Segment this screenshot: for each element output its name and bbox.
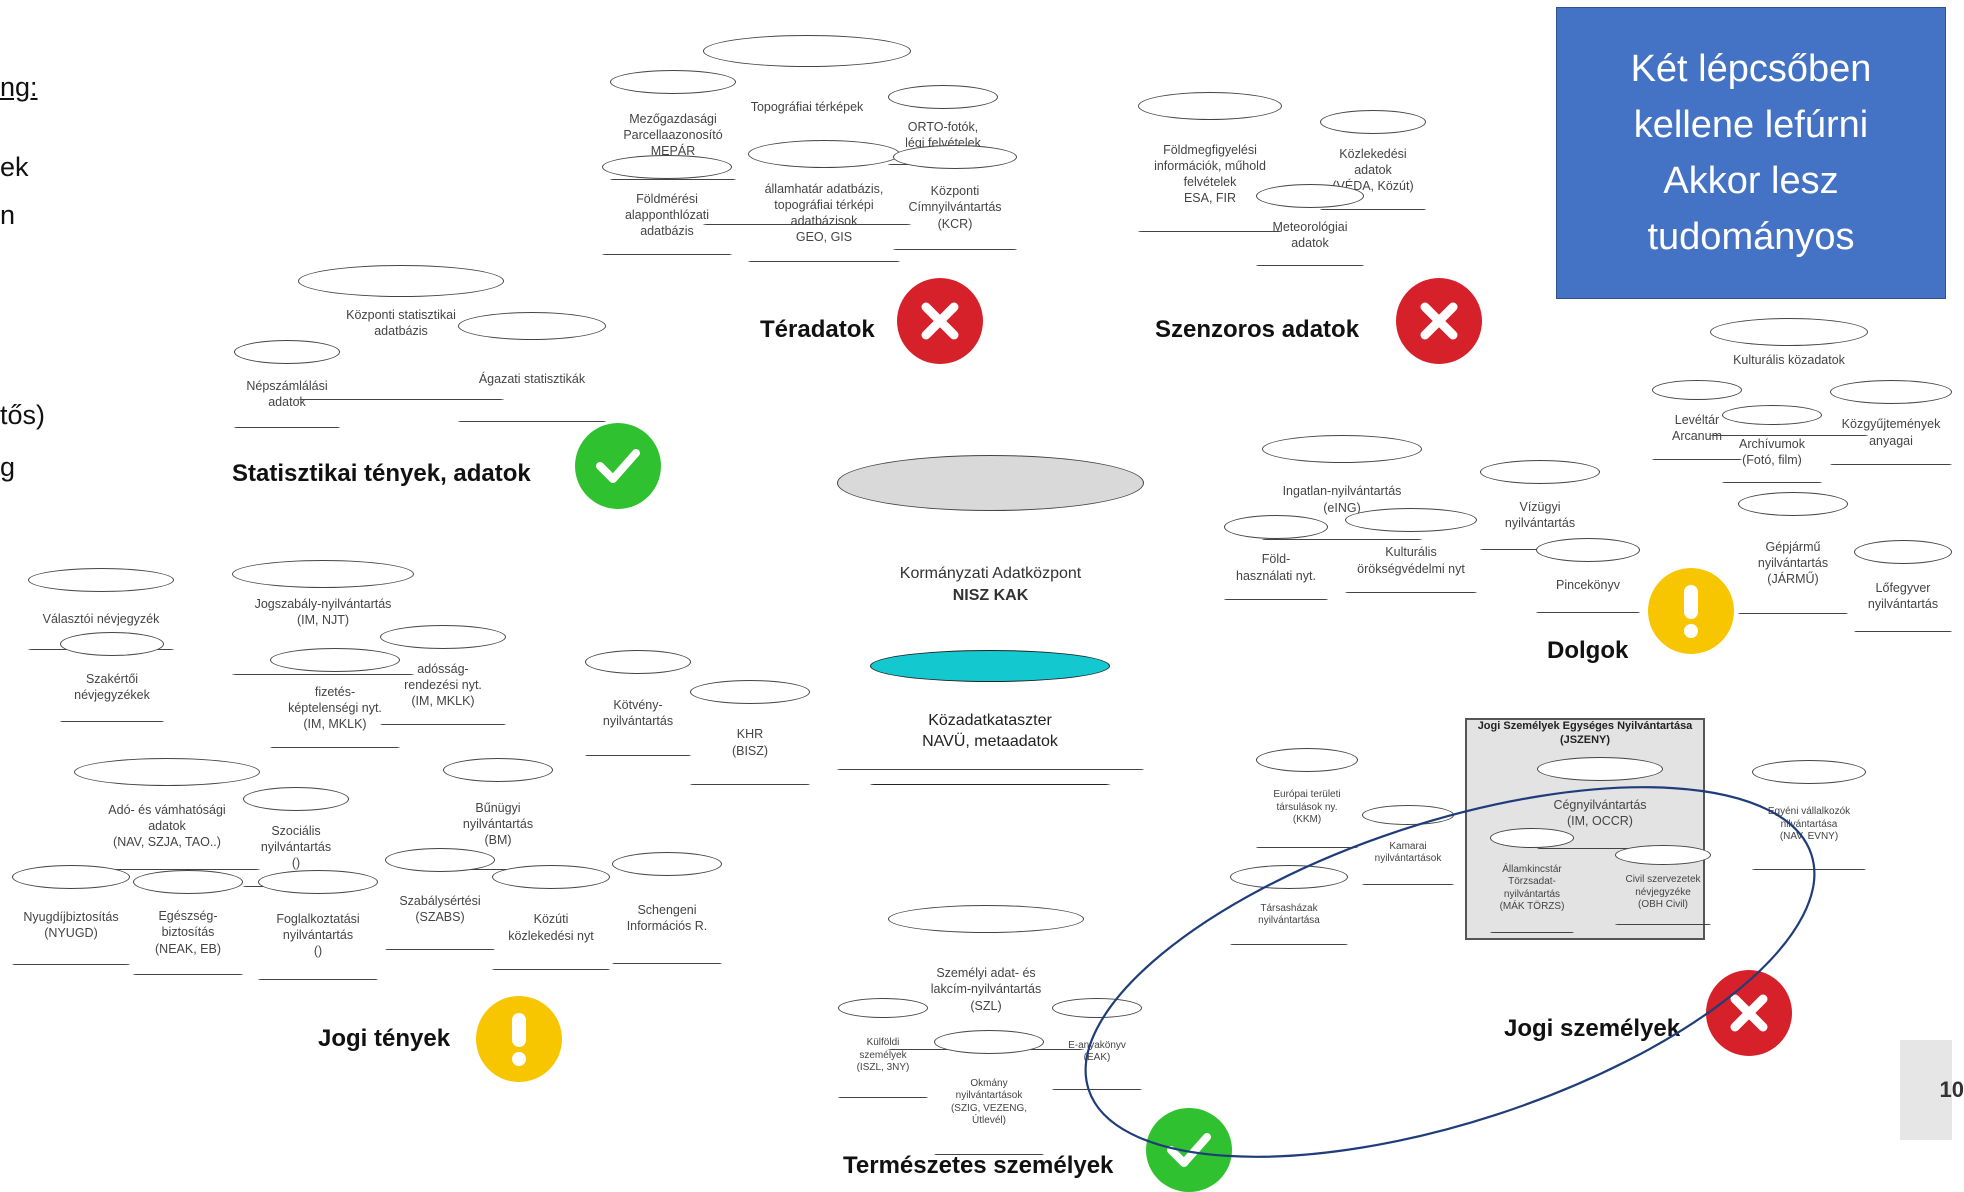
cylinder-bunugyi: Bűnügyi nyilvántartás (BM) <box>443 758 553 870</box>
kozadat-line2: NAVÜ, metaadatok <box>922 732 1058 750</box>
group-label-statisztikai: Statisztikai tények, adatok <box>232 460 531 487</box>
x-icon <box>1396 278 1482 364</box>
cylinder-kulfoldi: Külföldi személyek (ISZL, 3NY) <box>838 998 928 1098</box>
cylinder-topo: Topográfiai térképek <box>703 35 911 225</box>
left-text-fragment: n <box>0 200 16 230</box>
group-label-teradatok: Téradatok <box>760 316 875 343</box>
cylinder-foldmeresi: Földmérési alapponthlózati adatbázis <box>602 155 732 255</box>
cylinder-kozuti: Közúti közlekedési nyt <box>492 865 610 970</box>
cylinder-ado: Adó- és vámhatósági adatok (NAV, SZJA, T… <box>74 758 260 870</box>
group-label-szenzoros: Szenzoros adatok <box>1155 316 1360 343</box>
cylinder-okmany: Okmány nyilvántartások (SZIG, VEZENG, Út… <box>934 1030 1044 1155</box>
group-label-dolgok: Dolgok <box>1547 637 1629 664</box>
cylinder-cegnyilvantartas: Cégnyilvántartás (IM, OCCR) <box>1537 757 1663 849</box>
cylinder-szocialis: Szociális nyilvántartás () <box>243 787 349 887</box>
cylinder-khr: KHR (BISZ) <box>690 680 810 785</box>
cylinder-egeszseg: Egészség- biztosítás (NEAK, EB) <box>133 870 243 975</box>
cylinder-szakertoi: Szakértői névjegyzékek <box>60 632 164 722</box>
cylinder-ingatlan: Ingatlan-nyilvántartás (eING) <box>1262 435 1422 540</box>
left-text-fragment: ng: <box>0 72 38 102</box>
callout-line: kellene lefúrni <box>1633 104 1869 146</box>
callout-line: Akkor lesz <box>1663 160 1839 202</box>
cylinder-mepar: Mezőgazdasági Parcellaazonosító MEPÁR <box>610 70 736 180</box>
warning-icon <box>1648 568 1734 654</box>
cylinder-leveltar: Levéltár Arcanum <box>1652 380 1742 460</box>
cylinder-allamhatar: államhatár adatbázis, topográfiai térkép… <box>748 140 900 262</box>
cylinder-schengeni: Schengeni Információs R. <box>612 852 722 964</box>
cylinder-szemelyi: Személyi adat- és lakcím-nyilvántartás (… <box>888 905 1084 1050</box>
callout-box: Két lépcsőben kellene lefúrni Akkor lesz… <box>1556 7 1946 299</box>
cylinder-kulturalis-koz: Kulturális közadatok <box>1710 318 1868 436</box>
cylinder-gepjarmu: Gépjármű nyilvántartás (JÁRMŰ) <box>1738 492 1848 614</box>
cylinder-archivumok: Archívumok (Fotó, film) <box>1722 405 1822 483</box>
check-icon <box>1146 1108 1232 1192</box>
jszeny-group-box <box>1465 718 1705 940</box>
left-text-fragment: ek <box>0 152 29 182</box>
cylinder-lofegyver: Lőfegyver nyilvántartás <box>1854 540 1952 632</box>
kak-line1: Kormányzati Adatközpont <box>899 565 1082 582</box>
x-icon <box>1706 970 1792 1056</box>
cylinder-nepszamlalasi: Népszámlálási adatok <box>234 340 340 428</box>
cylinder-tarsashazak: Társasházak nyilvántartása <box>1230 865 1348 945</box>
cylinder-eanyakonyv: E-anyakönyv (EAK) <box>1052 998 1142 1090</box>
cylinder-szabalysertesi: Szabálysértési (SZABS) <box>385 848 495 950</box>
cylinder-fizetes: fizetés- képtelenségi nyt. (IM, MKLK) <box>270 648 400 748</box>
callout-line: tudományos <box>1647 216 1855 258</box>
cylinder-meteo: Meteorológiai adatok <box>1256 184 1364 266</box>
kozadat-line1: Közadatkataszter <box>928 711 1052 729</box>
cylinder-jogszabaly: Jogszabály-nyilvántartás (IM, NJT) <box>232 560 414 675</box>
cylinder-allamkincstar: Államkincstár Törzsadat- nyilvántartás (… <box>1490 828 1574 933</box>
cylinder-valasztoi: Választói névjegyzék <box>28 568 174 650</box>
cylinder-egyeni: Egyéni vállalkozók nilvántartása (NAV, E… <box>1752 760 1866 870</box>
cylinder-kcr: Központi Címnyilvántartás (KCR) <box>893 145 1017 250</box>
cylinder-kozponti-stat: Központi statisztikai adatbázis <box>298 265 504 400</box>
cylinder-adossag: adósság- rendezési nyt. (IM, MKLK) <box>380 625 506 725</box>
left-text-fragment: g <box>0 452 16 482</box>
cylinder-pincekonyv: Pincekönyv <box>1536 538 1640 613</box>
page-number: 10 <box>1900 1040 1964 1140</box>
jszeny-title: Jogi Személyek Egységes Nyilvántartása (… <box>1477 720 1693 746</box>
cylinder-kotveny: Kötvény- nyilvántartás <box>585 650 691 756</box>
x-icon <box>897 278 983 364</box>
left-text-fragment: tős) <box>0 400 46 430</box>
cylinder-civil: Civil szervezetek névjegyzéke (OBH Civil… <box>1615 845 1711 925</box>
group-label-termeszetes: Természetes személyek <box>843 1152 1114 1179</box>
cylinder-kozadatkataszter: Közadatkataszter NAVÜ, metaadatok <box>870 650 1110 785</box>
kak-line2: NISZ KAK <box>952 586 1029 604</box>
cylinder-kozlekedesi: Közlekedési adatok (VÉDA, Közút) <box>1320 110 1426 210</box>
cylinder-kulturalis-orok: Kulturális örökségvédelmi nyt <box>1345 508 1477 593</box>
cylinder-kozgyujtemenyek: Közgyűjtemények anyagai <box>1830 380 1952 465</box>
cylinder-agazati: Ágazati statisztikák <box>458 312 606 422</box>
cylinder-nyugdij: Nyugdíjbiztosítás (NYUGD) <box>12 865 130 965</box>
cylinder-foglalkoztatasi: Foglalkoztatási nyilvántartás () <box>258 870 378 980</box>
warning-icon <box>476 996 562 1082</box>
cylinder-kak: Kormányzati Adatközpont NISZ KAK <box>837 455 1144 770</box>
cylinder-fold: Föld- használati nyt. <box>1224 515 1328 600</box>
callout-line: Két lépcsőben <box>1630 48 1872 90</box>
cylinder-europai: Európai területi társulások ny. (KKM) <box>1256 748 1358 848</box>
group-label-jogi-tenyek: Jogi tények <box>318 1025 451 1052</box>
cylinder-foldmegfigyelesi: Földmegfigyelési információk, műhold fel… <box>1138 92 1282 232</box>
check-icon <box>575 423 661 509</box>
group-label-jogi-szemelyek: Jogi személyek <box>1504 1015 1681 1042</box>
